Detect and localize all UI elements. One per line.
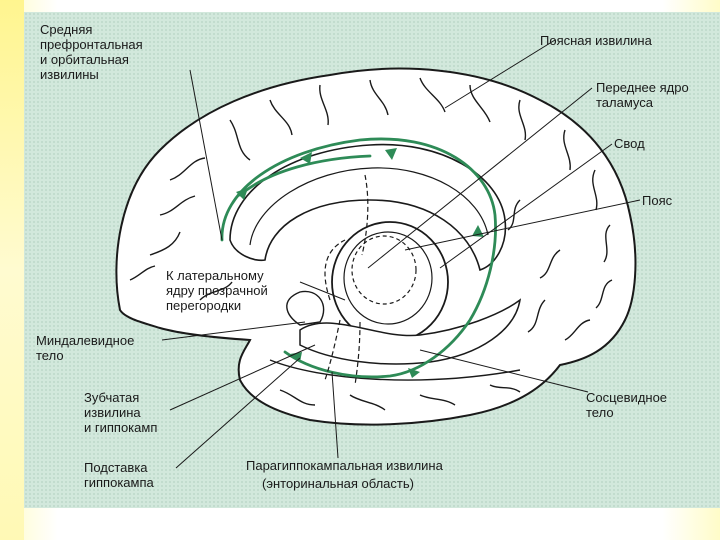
label-entorhinal-area: (энторинальная область) bbox=[262, 476, 414, 491]
amygdala-shape bbox=[286, 290, 325, 326]
parahippocampal-fold bbox=[269, 359, 521, 381]
leader-lines bbox=[161, 39, 641, 469]
label-cingulate-gyrus: Поясная извилина bbox=[540, 33, 652, 48]
papez-circuit-pathway bbox=[220, 137, 497, 379]
fornix-dashed bbox=[351, 235, 417, 305]
label-dentate-hippocampus: Зубчатая извилина и гиппокамп bbox=[84, 390, 158, 435]
brain-sulci bbox=[129, 77, 613, 411]
dashed-connections bbox=[324, 174, 369, 386]
fornix-inner bbox=[343, 231, 433, 325]
hippocampus bbox=[299, 298, 522, 365]
inner-callosum-line bbox=[249, 167, 489, 246]
slide-accent-band bbox=[0, 0, 24, 540]
corpus-callosum bbox=[229, 143, 507, 272]
label-amygdala: Миндалевидное тело bbox=[36, 333, 135, 363]
label-septal-nucleus: К латеральному ядру прозрачной перегород… bbox=[166, 268, 268, 313]
label-anterior-thalamic-nucleus: Переднее ядро таламуса bbox=[596, 80, 689, 110]
label-mammillary-body: Сосцевидное тело bbox=[586, 390, 668, 420]
label-subiculum: Подставка гиппокампа bbox=[84, 460, 154, 490]
label-fornix: Свод bbox=[614, 136, 645, 151]
label-prefrontal-gyri: Средняя префронтальная и орбитальная изв… bbox=[40, 22, 143, 82]
label-parahippocampal-gyrus: Парагиппокампальная извилина bbox=[246, 458, 443, 473]
label-cingulum: Пояс bbox=[642, 193, 673, 208]
